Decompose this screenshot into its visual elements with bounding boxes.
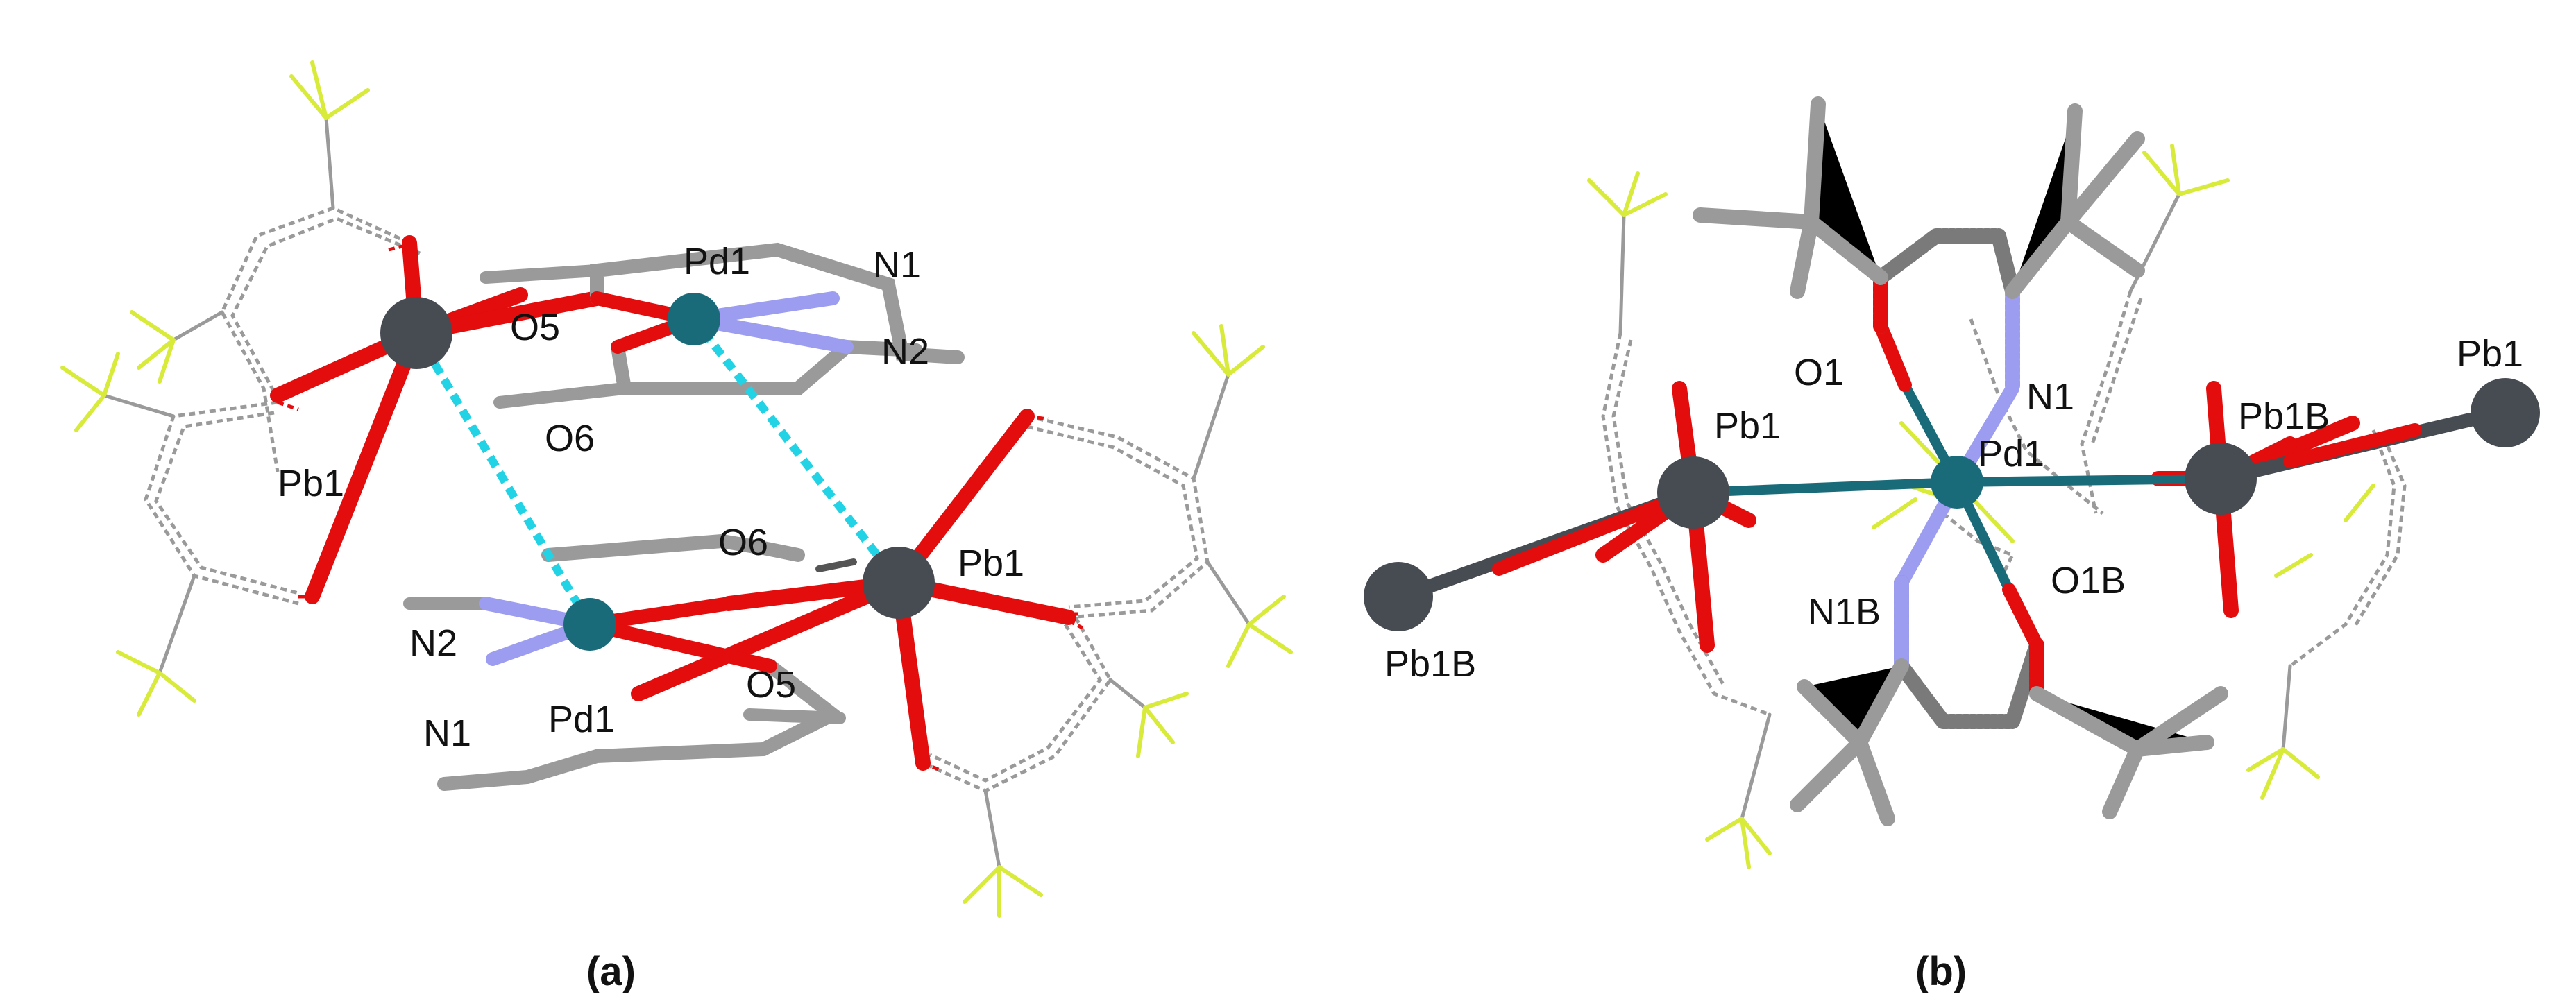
tert-butyl-groups [1693, 96, 2228, 826]
atom-label: N2 [881, 331, 929, 373]
atom-label: Pd1 [548, 699, 615, 740]
pd-atom [668, 293, 720, 345]
atom-label: Pd1 [1978, 433, 2044, 475]
atom-label: O6 [545, 418, 595, 459]
cf3-groups-b [1587, 144, 2375, 869]
atom-label: Pb1B [1384, 643, 1476, 685]
atom-label: O1 [1794, 352, 1844, 393]
pb-atom [380, 297, 452, 369]
atom-label: Pb1 [2457, 333, 2523, 375]
pb-pd-contacts [412, 316, 902, 627]
atom-label: Pb1 [278, 463, 344, 504]
panel-caption: (a) [586, 949, 636, 994]
atom-label: N2 [409, 622, 457, 664]
panel-b: Pb1 Pb1 Pb1B Pb1B Pd1 O1 N1 N1B O1B (b) [1364, 96, 2540, 994]
atom-label: Pb1 [958, 543, 1024, 584]
atom-label: Pd1 [684, 241, 750, 282]
atom-label: Pb1B [2238, 395, 2330, 437]
cf3-groups-a [60, 60, 1293, 918]
atom-label: Pb1 [1714, 405, 1781, 447]
pb-atom [2185, 443, 2257, 515]
pd-atom [1931, 456, 1983, 509]
pb-atom [1657, 456, 1729, 529]
pb-o-bonds-right [631, 409, 1076, 771]
atom-label: N1 [2026, 376, 2074, 418]
pb-atom [863, 547, 935, 619]
atom-label: O1B [2051, 560, 2126, 601]
pb-atom [1364, 562, 1433, 631]
pb-atom [2471, 378, 2540, 447]
atom-label: N1B [1808, 591, 1881, 633]
hfac-ring-right-lower [922, 616, 1112, 793]
panel-caption: (b) [1915, 949, 1967, 994]
atom-label: O5 [510, 307, 560, 348]
atom-label: O6 [718, 522, 768, 563]
hfac-ring-right-upper [1026, 414, 1210, 620]
ligand-bottom-a [403, 533, 857, 791]
atom-label: N1 [423, 712, 471, 754]
atom-label: O5 [746, 664, 796, 706]
ligand-backbone-b [1873, 228, 2044, 729]
pd-atom [564, 598, 616, 651]
atom-label: N1 [873, 244, 921, 286]
panel-a: Pb1 Pb1 Pd1 Pd1 O5 O6 O6 O5 N1 N2 N2 N1 … [60, 60, 1293, 994]
